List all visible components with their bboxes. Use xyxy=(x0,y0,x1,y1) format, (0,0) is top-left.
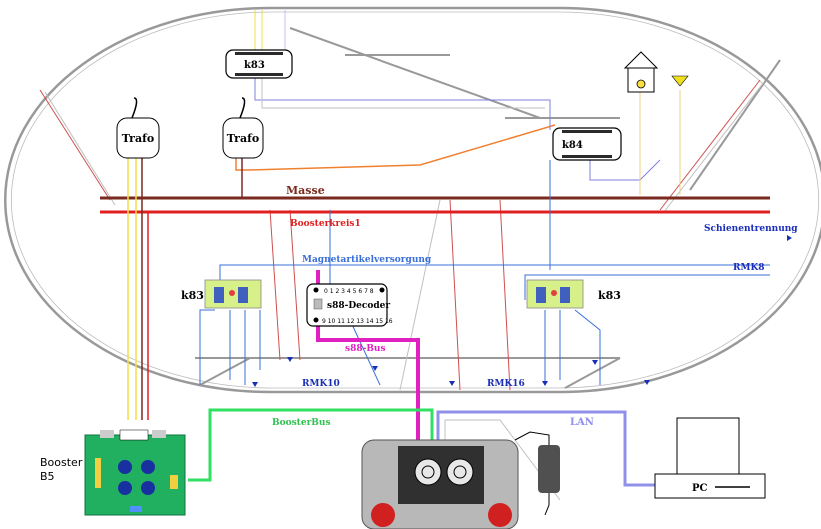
boosterbus-line xyxy=(188,408,434,482)
track-oval xyxy=(3,6,821,394)
k83-right-label: k83 xyxy=(598,289,621,302)
s88-bottom-pins: 9 10 11 12 13 14 15 16 xyxy=(322,318,393,325)
lan-line-2 xyxy=(444,419,561,501)
k83-left-module xyxy=(204,279,262,309)
masse-label: Masse xyxy=(286,184,325,197)
k84-module xyxy=(552,127,622,161)
k84-label: k84 xyxy=(562,140,583,151)
k83-top-label: k83 xyxy=(244,60,265,71)
schienentrennung-label: Schienentrennung xyxy=(704,224,798,234)
track-oval-inner xyxy=(10,11,820,389)
siding-tracks xyxy=(195,27,781,389)
s88-decoder-label: s88-Decoder xyxy=(327,301,390,311)
rmk-markers xyxy=(252,235,792,387)
k83-top-wiring xyxy=(254,10,681,195)
power-supply-icon xyxy=(514,431,560,516)
k83-top-module xyxy=(225,49,293,79)
trafo-2-label: Trafo xyxy=(227,132,259,145)
s88-top-pins: 0 1 2 3 4 5 6 7 8 xyxy=(324,288,374,295)
s88-decoder-module xyxy=(306,283,388,327)
house-icon xyxy=(623,51,659,93)
signal-lamp-icon xyxy=(671,75,689,87)
pc-icon xyxy=(654,417,766,499)
booster-b5 xyxy=(84,429,186,516)
k83-right-module xyxy=(526,279,584,309)
lan-label: LAN xyxy=(570,417,594,428)
trafo-wires xyxy=(127,124,556,420)
booster-label-1: Booster xyxy=(40,456,83,469)
trafo-2 xyxy=(222,97,264,159)
thin-wires xyxy=(39,79,765,391)
rmk8-label: RMK8 xyxy=(733,263,765,273)
lan-line xyxy=(436,410,655,487)
k83-left-label: k83 xyxy=(181,289,204,302)
central-station xyxy=(361,439,519,529)
boosterbus-label: BoosterBus xyxy=(272,418,331,428)
s88-bus-line-lower xyxy=(316,325,420,440)
booster-label-2: B5 xyxy=(40,470,55,483)
rmk16-label: RMK16 xyxy=(487,379,525,389)
boosterkreis-label: Boosterkreis1 xyxy=(290,219,361,229)
magnetartikel-label: Magnetartikelversorgung xyxy=(302,255,432,265)
pc-label: PC xyxy=(692,483,708,494)
trafo-1-label: Trafo xyxy=(122,132,154,145)
trafo-1 xyxy=(116,97,160,159)
rmk10-label: RMK10 xyxy=(302,379,340,389)
s88bus-label: s88-Bus xyxy=(345,344,386,354)
